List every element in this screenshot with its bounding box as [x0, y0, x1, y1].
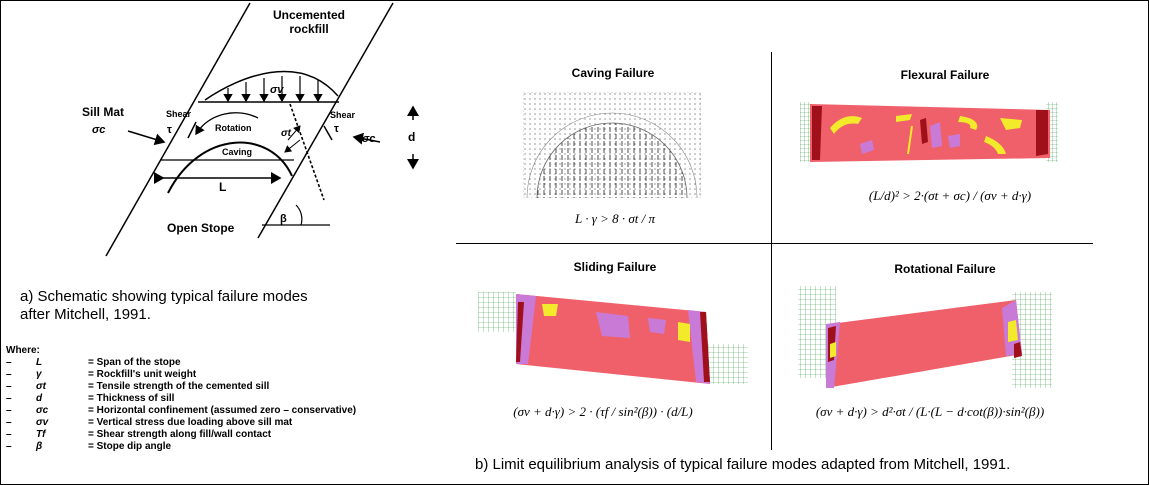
legend-list: –L= Span of the stope –γ= Rockfill's uni… [6, 357, 357, 452]
rotation-label: Rotation [215, 123, 252, 133]
flexural-title: Flexural Failure [900, 68, 990, 82]
sill-mat-schematic: Uncemented rockfill Sill Mat σc τ Shear … [82, 2, 419, 257]
flexural-formula: (L/d)² > 2·(σt + σc) / (σv + d·γ) [868, 188, 1032, 203]
rotational-formula: (σv + d·γ) > d²·σt / (L·(L − d·cot(β))·s… [815, 404, 1045, 419]
shear-left-tick [187, 121, 197, 139]
sliding-failure-plot [478, 292, 748, 384]
caving-title: Caving Failure [571, 66, 655, 80]
tau-left-label: τ [167, 124, 172, 136]
flexural-failure-plot [800, 102, 1058, 162]
caving-label: Caving [222, 147, 252, 157]
tension-failure-line [289, 103, 325, 201]
caption-a-line1: a) Schematic showing typical failure mod… [20, 288, 308, 305]
stope-right-wall [257, 2, 394, 239]
open-stope-label: Open Stope [167, 221, 235, 235]
sill-mat-label: Sill Mat [82, 105, 124, 119]
sigma-c-left-label: σc [92, 124, 105, 136]
stope-left-wall [105, 2, 251, 257]
sigma-c-right-label: σc [362, 133, 375, 145]
quadrant-divider-vertical [771, 52, 772, 450]
shear-right-label: Shear [330, 110, 356, 120]
rockfill-label: rockfill [289, 22, 328, 36]
sigma-t-label: σt [281, 128, 292, 139]
load-distribution-curve [204, 70, 339, 101]
rotational-failure-plot [798, 286, 1052, 388]
sigma-c-left-arrow [127, 130, 166, 146]
beta-arc [295, 204, 303, 226]
sliding-title: Sliding Failure [573, 260, 657, 274]
sliding-formula: (σv + d·γ) > 2 · (τf / sin²(β)) · (d/L) [513, 404, 693, 419]
caption-b: b) Limit equilibrium analysis of typical… [475, 456, 1011, 473]
vertical-load-arrows [223, 76, 323, 103]
shear-right-tick [323, 125, 333, 141]
shear-left-label: Shear [166, 109, 192, 119]
legend-title: Where: [6, 345, 40, 356]
sigma-v-label: σv [270, 84, 284, 96]
depth-label: d [408, 130, 415, 144]
quadrant-divider-horizontal [456, 243, 1093, 244]
sigma-c-right-arrow [352, 132, 381, 145]
span-label: L [219, 180, 226, 194]
tau-right-label: τ [334, 123, 339, 135]
caption-a-line2: after Mitchell, 1991. [20, 306, 151, 323]
caving-formula: L · γ > 8 · σt / π [574, 211, 656, 226]
beta-label: β [280, 213, 287, 225]
rotational-title: Rotational Failure [894, 262, 996, 276]
rotation-arrow [195, 112, 259, 136]
caving-failure-plot [523, 92, 701, 198]
uncemented-label: Uncemented [273, 8, 345, 22]
